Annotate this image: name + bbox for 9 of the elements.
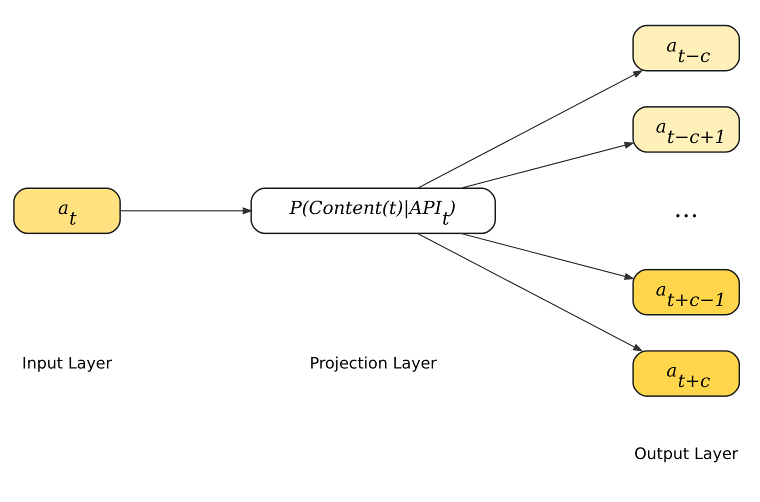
arrow [120, 206, 253, 214]
arrow [460, 141, 635, 188]
arrow [417, 70, 644, 188]
label: Output Layer [634, 444, 738, 463]
arrow [460, 232, 635, 280]
label: … [674, 194, 699, 223]
label: Input Layer [22, 353, 112, 372]
label: Projection Layer [310, 353, 437, 372]
arrow [417, 232, 644, 352]
